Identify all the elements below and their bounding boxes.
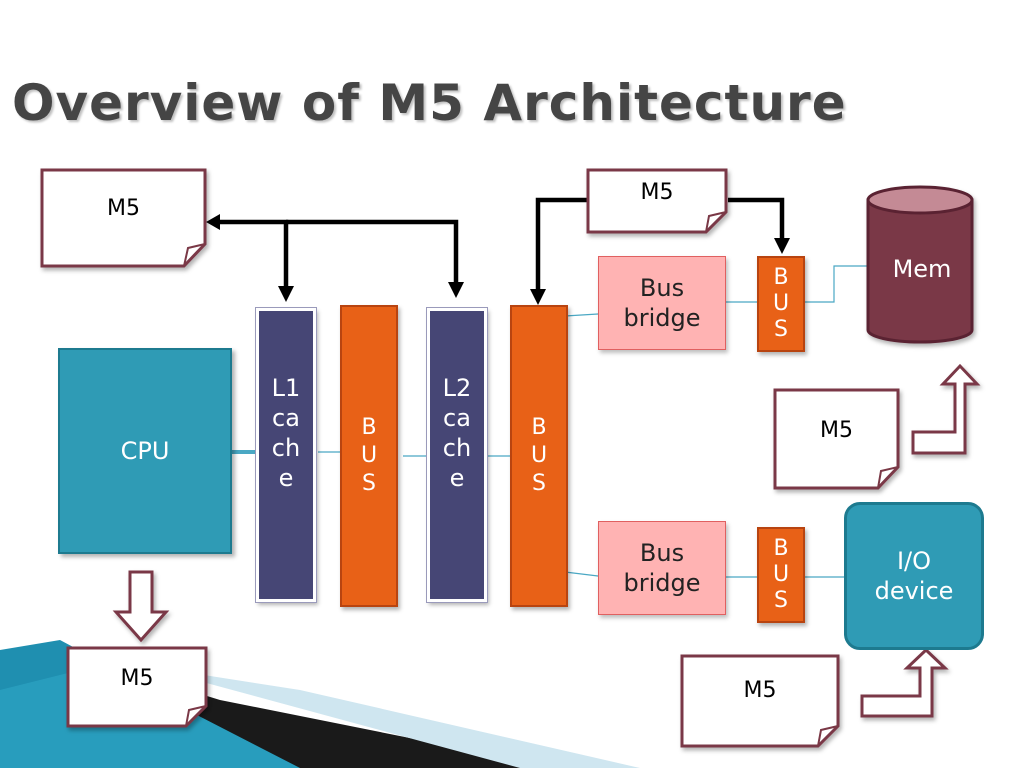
bus-label-2: B U S: [530, 415, 548, 496]
bus-label-io: B U S: [772, 536, 790, 613]
m5-note-label: M5: [107, 196, 140, 221]
l1-cache-block: L1 ca ch e: [255, 307, 317, 603]
m5-note-label: M5: [120, 666, 154, 691]
bus-label-1: B U S: [360, 415, 378, 496]
bus-block-2: B U S: [510, 305, 568, 607]
cpu-block: CPU: [58, 348, 232, 554]
memory-cylinder: [866, 185, 974, 344]
bus-bridge-top: Bus bridge: [598, 256, 726, 350]
note-folds: [183, 211, 899, 747]
bus-block-memory: B U S: [757, 256, 805, 352]
bus-bridge-bottom: Bus bridge: [598, 521, 726, 615]
l1-cache-label: L1 ca ch e: [271, 374, 301, 492]
l2-cache-label: L2 ca ch e: [442, 374, 472, 492]
bus-bridge-bottom-label: Bus bridge: [623, 539, 701, 597]
l2-cache-block: L2 ca ch e: [426, 307, 488, 603]
io-device-label: I/O device: [874, 547, 954, 605]
data-links: [232, 265, 869, 578]
block-arrows: [112, 363, 981, 718]
control-arrows: [214, 197, 785, 295]
slide-title: Overview of M5 Architecture: [12, 74, 847, 132]
cpu-label: CPU: [120, 437, 170, 465]
m5-note-label: M5: [743, 678, 777, 703]
arrow-heads: [206, 214, 790, 305]
io-device-block: I/O device: [844, 502, 984, 650]
m5-note-label: M5: [820, 418, 853, 443]
m5-note-label: M5: [640, 180, 674, 205]
bus-block-1: B U S: [340, 305, 398, 607]
memory-label: Mem: [892, 255, 952, 283]
note-shapes: [40, 168, 900, 748]
bus-bridge-top-label: Bus bridge: [623, 274, 701, 332]
bus-label-memory: B U S: [772, 265, 790, 342]
bus-block-io: B U S: [757, 527, 805, 623]
